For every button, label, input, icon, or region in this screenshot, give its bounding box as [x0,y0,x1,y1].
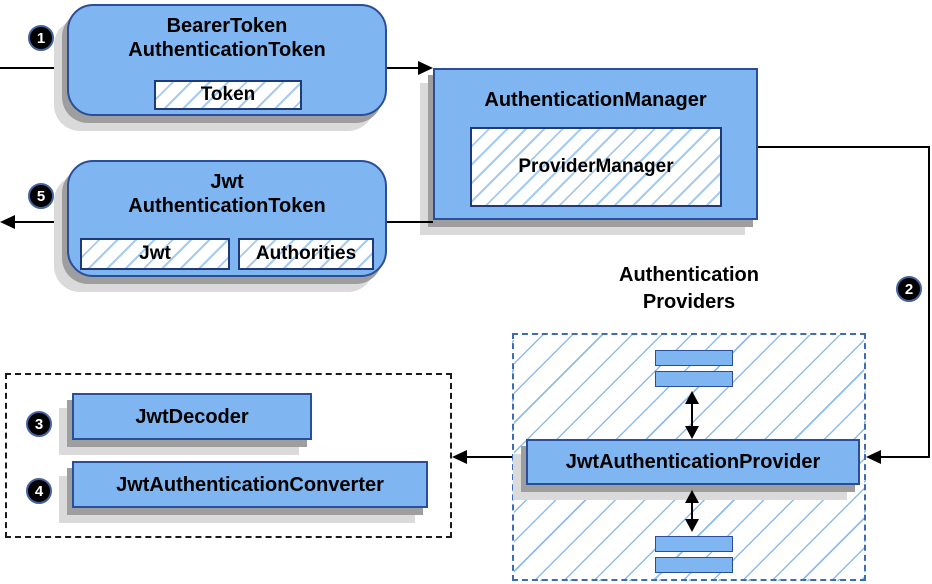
authentication-providers-label: Authentication Providers [512,262,866,316]
step-3-badge: 3 [26,411,52,437]
bearer-token-title-line2: AuthenticationToken [128,39,326,61]
authentication-providers-group: JwtAuthenticationProvider [512,333,866,581]
arrow-up-icon [685,490,699,503]
step-2-badge: 2 [896,276,922,302]
arrow-left-decoder-icon [452,450,467,464]
step-4-number: 4 [34,482,44,500]
token-chip: Token [154,80,302,110]
jwt-authentication-token-node: Jwt AuthenticationToken Jwt Authorities [67,160,387,277]
step-3-number: 3 [34,415,44,433]
provider-bar [655,557,733,573]
jwt-chip-label: Jwt [139,243,171,264]
token-chip-label: Token [200,84,256,105]
manager-to-jwt-token-line [387,221,433,223]
step-4-badge: 4 [26,478,52,504]
jwt-token-title-line2: AuthenticationToken [128,195,326,217]
provider-manager-chip: ProviderManager [470,127,722,207]
provider-bar [655,371,733,387]
jwt-authentication-converter-node: JwtAuthenticationConverter [72,461,428,508]
arrow-up-icon [685,391,699,404]
manager-to-provider-line-top [758,146,930,148]
jwt-authentication-provider-node: JwtAuthenticationProvider [526,439,860,485]
providers-label-line1: Authentication [619,264,759,286]
jwt-decoder-label: JwtDecoder [135,405,249,428]
double-arrow-shaft-bottom [691,500,693,522]
step-2-number: 2 [904,280,914,298]
jwt-authentication-provider-label: JwtAuthenticationProvider [565,451,821,473]
authorities-chip: Authorities [238,238,374,270]
step-1-badge: 1 [28,25,54,51]
outgoing-result-line [13,221,67,223]
jwt-decoder-node: JwtDecoder [72,393,312,440]
bearer-token-node-title: BearerToken AuthenticationToken [69,6,385,62]
manager-to-provider-line-vertical [928,146,930,458]
step-1-number: 1 [36,29,46,47]
arrow-right-icon [418,61,433,75]
bearer-token-title-line1: BearerToken [166,15,288,37]
jwt-authentication-converter-label: JwtAuthenticationConverter [116,473,384,496]
bearer-to-manager-line [387,67,421,69]
double-arrow-shaft-top [691,401,693,429]
authentication-manager-node: AuthenticationManager ProviderManager [433,68,758,220]
provider-bar [655,536,733,552]
providers-label-line2: Providers [642,291,736,313]
manager-to-provider-line-bottom [878,456,930,458]
authentication-manager-title: AuthenticationManager [484,89,707,111]
arrow-down-icon [685,426,699,439]
authorities-chip-label: Authorities [255,243,357,264]
provider-to-decoder-line [464,456,512,458]
jwt-chip: Jwt [80,238,230,270]
bearer-token-authentication-token-node: BearerToken AuthenticationToken Token [67,4,387,116]
provider-manager-chip-label: ProviderManager [518,156,674,177]
arrow-down-icon [685,519,699,532]
arrow-left-exit-icon [0,215,15,229]
arrow-left-icon [866,450,881,464]
step-5-badge: 5 [28,183,54,209]
incoming-request-line [0,67,67,69]
step-5-number: 5 [36,187,46,205]
jwt-token-title-line1: Jwt [210,171,244,193]
decoder-converter-group [5,373,452,538]
jwt-token-node-title: Jwt AuthenticationToken [69,162,385,218]
provider-bar [655,350,733,366]
